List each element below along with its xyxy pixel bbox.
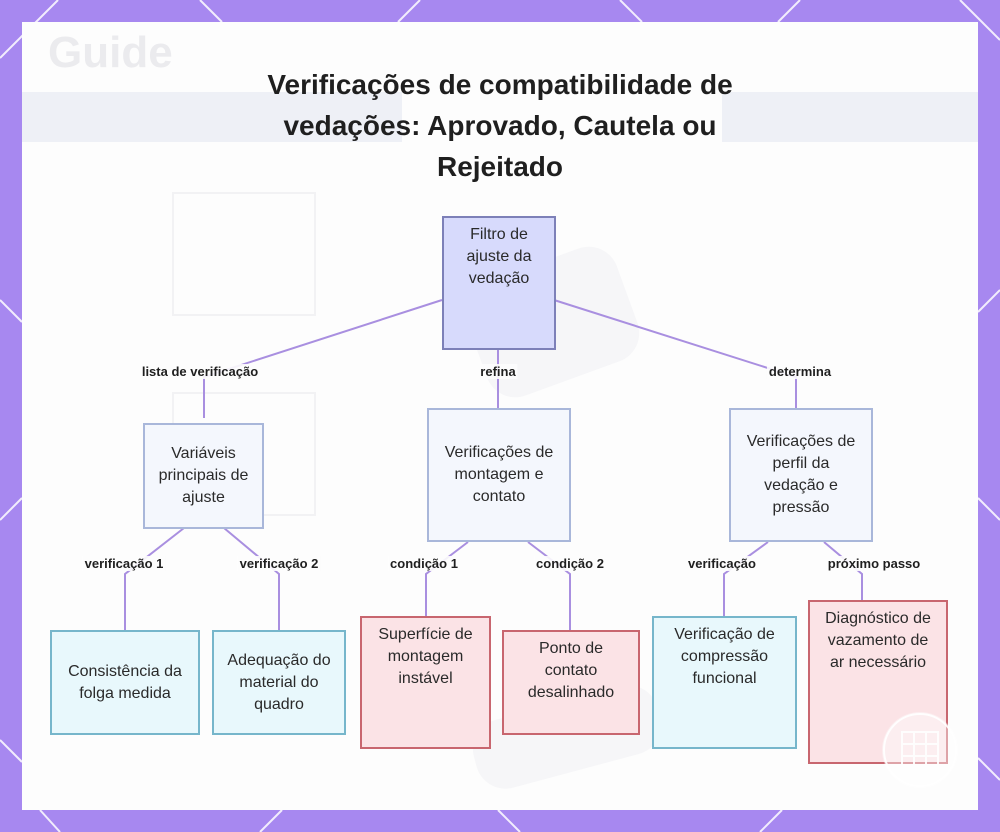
node-variables: Variáveis principais de ajuste [143,423,264,529]
edge-label-refines: refina [478,364,518,379]
background-watermark: Guide [48,28,173,77]
node-mounting: Verificações de montagem e contato [427,408,571,542]
node-gap-label: Consistência da folga medida [68,662,182,702]
node-leak-label: Diagnóstico de vazamento de ar necessári… [825,610,931,671]
edge-label-condition2: condição 2 [534,556,606,571]
node-profile: Verificações de perfil da vedação e pres… [729,408,873,542]
node-compression: Verificação de compressão funcional [652,616,797,749]
edge-root-profile [553,299,797,408]
node-gap: Consistência da folga medida [50,630,200,735]
node-profile-label: Verificações de perfil da vedação e pres… [746,433,856,516]
edge-label-condition1: condição 1 [388,556,460,571]
node-compression-label: Verificação de compressão funcional [674,626,775,687]
edge-profile-leak [823,541,863,600]
background-bar [722,92,978,142]
background-panel [172,192,316,316]
edge-label-verification: verificação [686,556,758,571]
node-frame-label: Adequação do material do quadro [227,651,331,713]
edge-label-check1: verificação 1 [82,556,166,571]
node-surface: Superfície de montagem instável [360,616,491,749]
edge-label-check2: verificação 2 [237,556,321,571]
edge-label-next-step: próximo passo [825,556,923,571]
edge-root-variables [203,299,443,418]
node-contact-label: Ponto de contato desalinhado [527,640,615,701]
edge-label-checklist: lista de verificação [139,364,261,379]
node-root-label: Filtro de ajuste da vedação [466,226,532,287]
node-surface-label: Superfície de montagem instável [378,626,473,687]
node-frame: Adequação do material do quadro [212,630,346,735]
node-mounting-label: Verificações de montagem e contato [444,444,554,505]
node-contact: Ponto de contato desalinhado [502,630,640,735]
diagram-card: Guide Verificações de compatibilidade de… [22,22,978,810]
node-variables-label: Variáveis principais de ajuste [158,445,249,506]
edge-label-determines: determina [766,364,834,379]
edge-mounting-surface [425,541,469,616]
edge-variables-frame [223,527,280,632]
edge-profile-compression [723,541,769,616]
node-root: Filtro de ajuste da vedação [442,216,556,350]
background-bar [22,92,402,142]
document-grid-logo-icon [882,712,958,788]
diagram-title: Verificações de compatibilidade de vedaç… [267,69,733,182]
edge-mounting-contact [527,541,571,630]
edge-variables-gap [124,527,185,632]
node-leak: Diagnóstico de vazamento de ar necessári… [808,600,948,764]
